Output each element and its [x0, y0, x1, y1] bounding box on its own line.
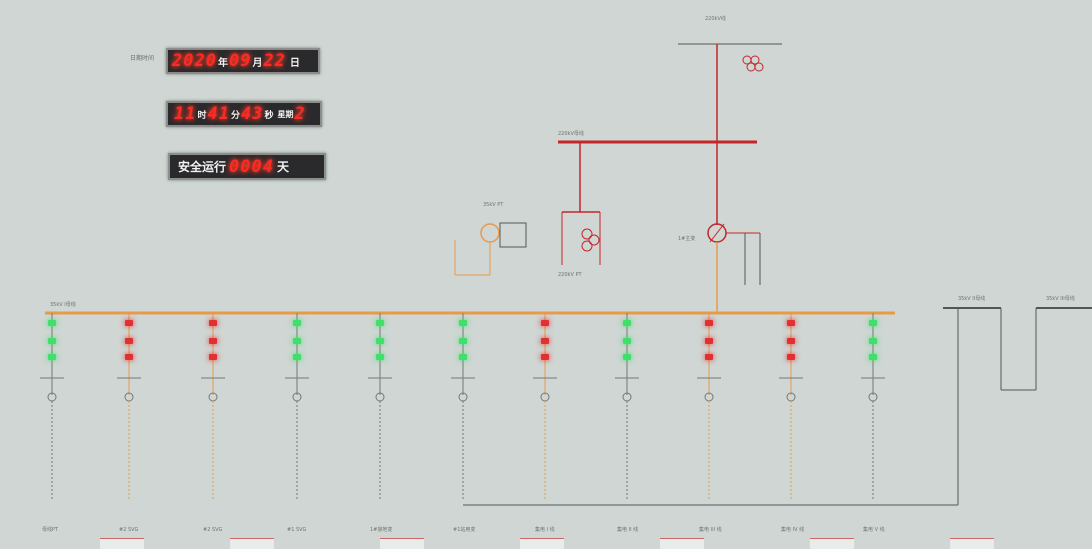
edge-tag — [380, 538, 424, 549]
feeder-name: #2 SVG — [203, 527, 223, 533]
safety-label: 安全运行 — [178, 160, 227, 174]
feeder-name: 母线PT — [42, 526, 59, 533]
open-indicator — [869, 338, 877, 344]
closed-indicator — [787, 338, 795, 344]
time-minute: 41 — [207, 104, 230, 124]
closed-indicator — [705, 338, 713, 344]
edge-tag — [230, 538, 274, 549]
edge-tag — [520, 538, 564, 549]
open-indicator — [376, 338, 384, 344]
closed-indicator — [541, 354, 549, 360]
closed-indicator — [541, 338, 549, 344]
bus-35kv-label: 35kV I母线 — [50, 301, 76, 308]
open-indicator — [293, 338, 301, 344]
date-label: 日期时间 — [130, 55, 155, 62]
open-indicator — [376, 354, 384, 360]
feeder-name: 集电 III 线 — [699, 526, 722, 533]
bus-35kv-ii-label: 35kV II母线 — [958, 295, 985, 302]
safety-days: 0004 — [229, 156, 274, 177]
feeder-name: #1 SVG — [287, 527, 307, 533]
safety-display: 安全运行 0004 天 — [168, 153, 326, 180]
closed-indicator — [787, 320, 795, 326]
feeder-name: #2 SVG — [119, 527, 139, 533]
weekday-value: 2 — [294, 104, 306, 124]
feeder-name: #1站用变 — [453, 526, 475, 533]
open-indicator — [293, 320, 301, 326]
time-minute-unit: 分 — [230, 110, 240, 121]
edge-tag — [100, 538, 144, 549]
date-display: 2020 年 09 月 22 日 — [166, 48, 320, 74]
time-display: 11 时 41 分 43 秒 星期 2 — [166, 101, 322, 127]
main-transformer-label: 1#主变 — [678, 235, 695, 242]
open-indicator — [623, 338, 631, 344]
feeder-name: 集电 I 线 — [535, 526, 555, 533]
bus-35kv-iii-label: 35kV III母线 — [1046, 295, 1075, 302]
open-indicator — [869, 354, 877, 360]
closed-indicator — [125, 338, 133, 344]
open-indicator — [623, 354, 631, 360]
edge-tag — [950, 538, 994, 549]
date-year-unit: 年 — [217, 57, 228, 69]
open-indicator — [459, 354, 467, 360]
feeder-name: 集电 IV 线 — [781, 526, 804, 533]
date-day-unit: 日 — [289, 57, 300, 69]
zigzag-pt-label: 35kV PT — [483, 202, 504, 208]
line-220kv-label: 220kV线 — [705, 15, 726, 22]
bus-220kv-label: 220kV母线 — [558, 130, 584, 137]
date-day: 22 — [263, 51, 286, 71]
closed-indicator — [125, 320, 133, 326]
closed-indicator — [209, 338, 217, 344]
feeder-name: 1#接地变 — [370, 526, 392, 533]
closed-indicator — [209, 354, 217, 360]
pt-220-label: 220kV PT — [558, 272, 582, 278]
open-indicator — [459, 338, 467, 344]
time-hour: 11 — [174, 104, 197, 124]
open-indicator — [376, 320, 384, 326]
closed-indicator — [541, 320, 549, 326]
open-indicator — [48, 354, 56, 360]
feeder-name: 集电 V 线 — [863, 526, 885, 533]
time-hour-unit: 时 — [197, 110, 207, 121]
time-second-unit: 秒 — [264, 110, 274, 121]
edge-tag — [810, 538, 854, 549]
open-indicator — [623, 320, 631, 326]
open-indicator — [869, 320, 877, 326]
weekday-label: 星期 — [277, 109, 294, 119]
closed-indicator — [787, 354, 795, 360]
open-indicator — [48, 320, 56, 326]
open-indicator — [293, 354, 301, 360]
date-month: 09 — [228, 51, 252, 71]
date-year: 2020 — [172, 51, 217, 71]
open-indicator — [48, 338, 56, 344]
open-indicator — [459, 320, 467, 326]
closed-indicator — [705, 320, 713, 326]
closed-indicator — [705, 354, 713, 360]
closed-indicator — [125, 354, 133, 360]
edge-tag — [660, 538, 704, 549]
time-second: 43 — [241, 104, 264, 124]
feeder-name: 集电 II 线 — [617, 526, 638, 533]
closed-indicator — [209, 320, 217, 326]
date-month-unit: 月 — [252, 57, 263, 69]
safety-unit: 天 — [276, 160, 289, 174]
